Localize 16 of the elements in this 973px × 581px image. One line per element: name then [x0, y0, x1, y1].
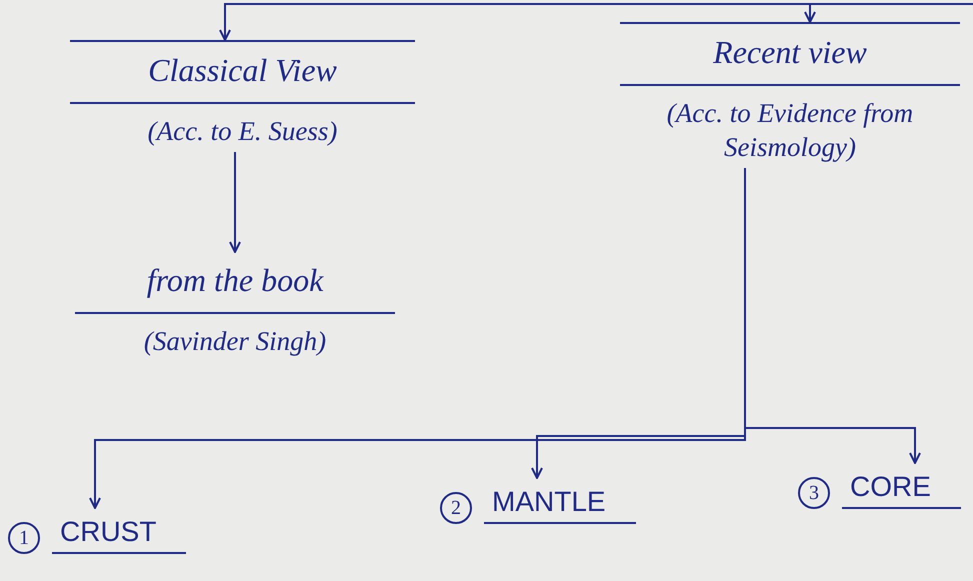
- layer-heading: MANTLE: [484, 484, 636, 524]
- arrow: [744, 168, 921, 464]
- layer-heading: CRUST: [52, 514, 186, 554]
- note-text: (Acc. to E. Suess): [146, 115, 338, 148]
- circled-number: 1: [8, 522, 40, 554]
- arrow: [219, 3, 973, 41]
- heading-text: Classical View: [147, 51, 338, 90]
- note-text: (Acc. to Evidence from Seismology): [666, 97, 914, 164]
- arrow: [229, 152, 241, 253]
- heading-text: Recent view: [712, 33, 868, 72]
- note-text: (Savinder Singh): [142, 325, 328, 358]
- circled-number: 3: [798, 477, 830, 509]
- layer-heading: CORE: [842, 469, 961, 509]
- arrow: [804, 4, 816, 23]
- heading-text: from the book: [146, 261, 325, 300]
- circled-number: 2: [440, 492, 472, 524]
